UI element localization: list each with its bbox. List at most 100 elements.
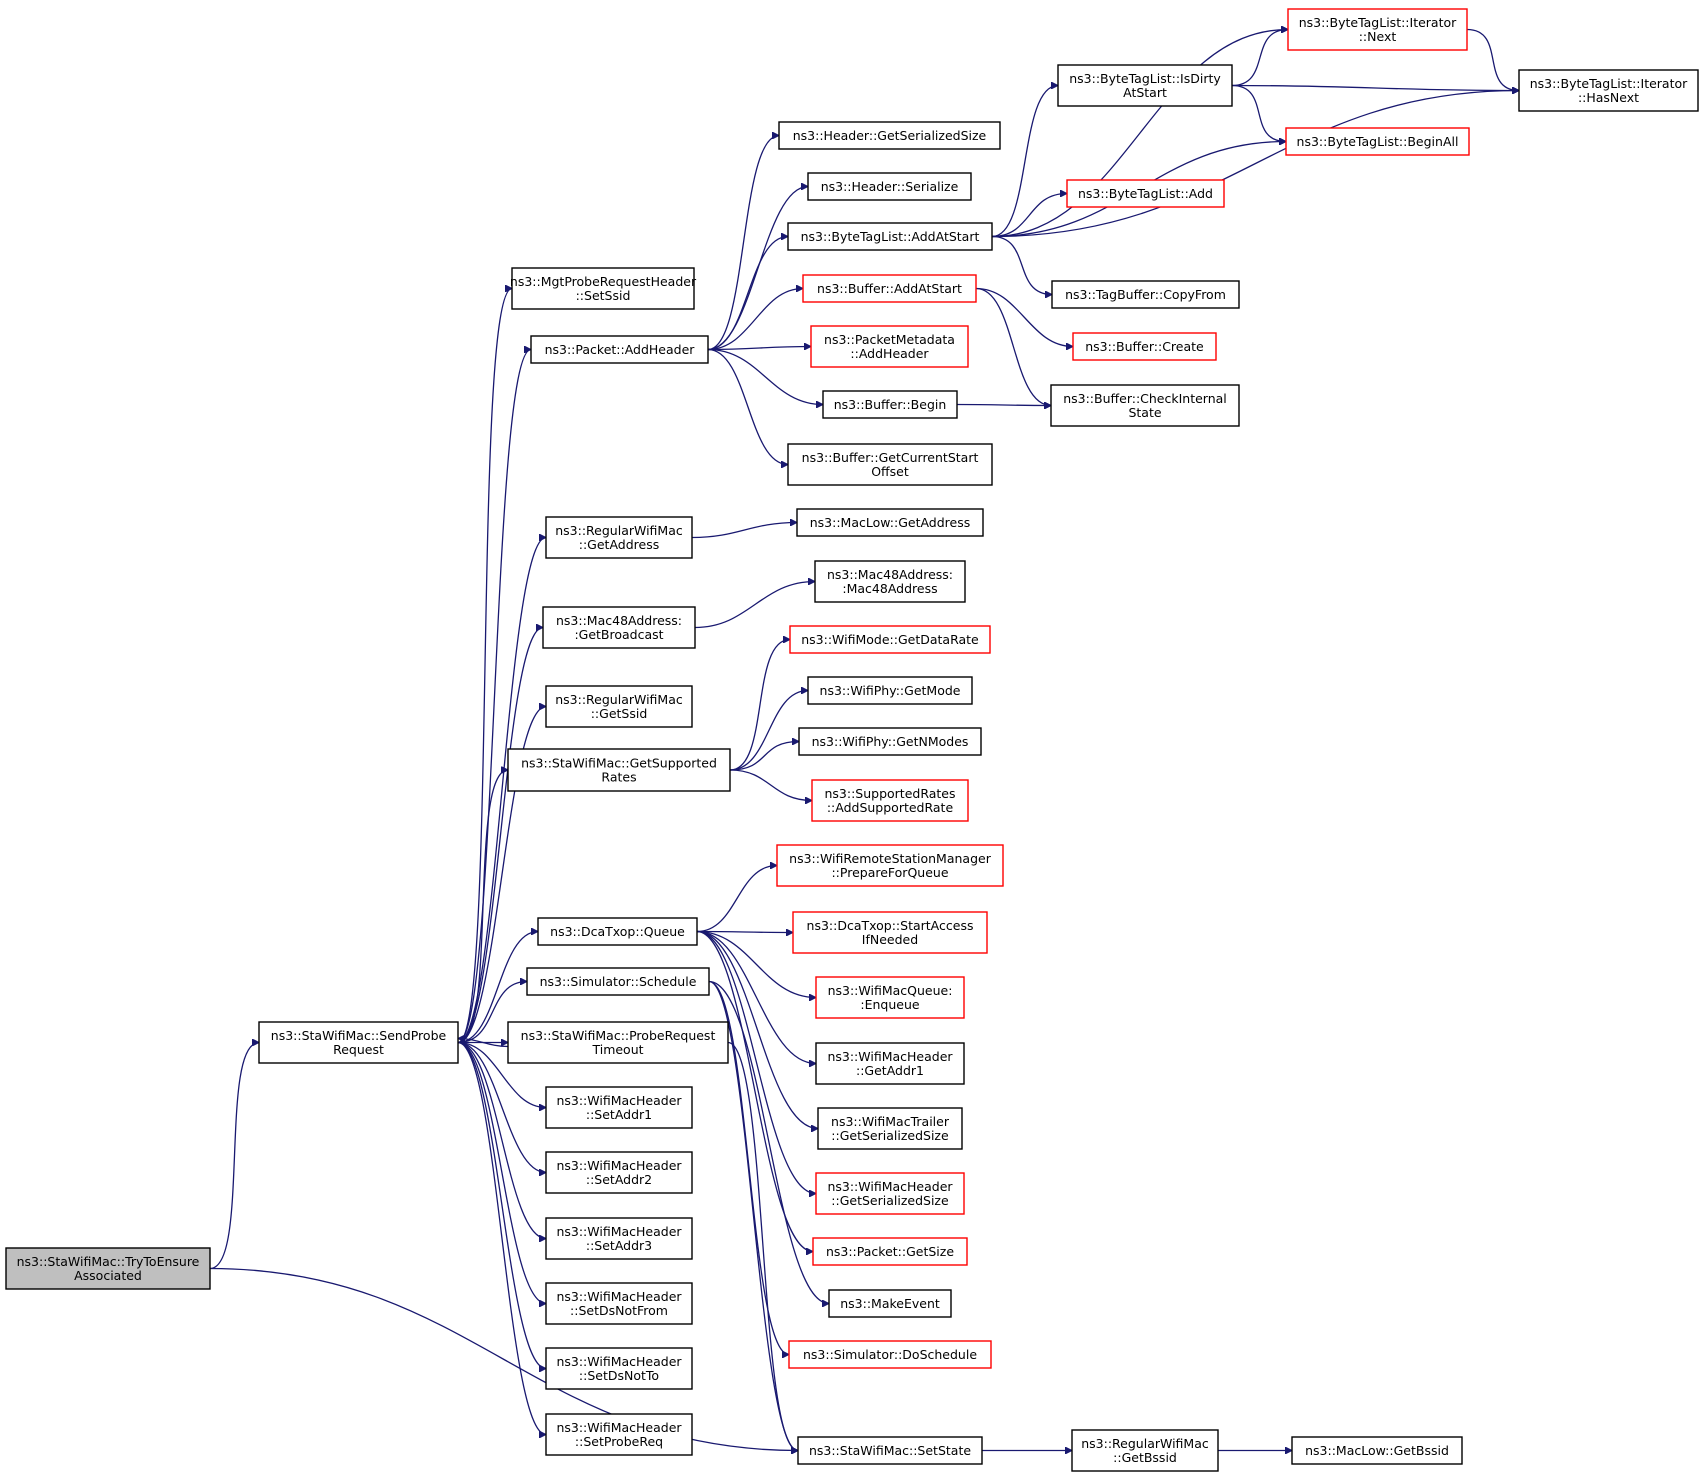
node-wifimode-getdatarate[interactable]: ns3::WifiMode::GetDataRate — [789, 625, 991, 654]
node-box[interactable] — [776, 844, 1004, 887]
node-schedule[interactable]: ns3::Simulator::Schedule — [526, 967, 710, 996]
node-box[interactable] — [812, 1237, 968, 1266]
node-box[interactable] — [788, 1340, 992, 1369]
node-box[interactable] — [526, 967, 710, 996]
node-box[interactable] — [798, 727, 982, 756]
node-btl-beginall[interactable]: ns3::ByteTagList::BeginAll — [1285, 127, 1470, 156]
node-box[interactable] — [1072, 332, 1217, 361]
node-tagbuf-copyfrom[interactable]: ns3::TagBuffer::CopyFrom — [1051, 280, 1240, 309]
node-box[interactable] — [545, 1282, 693, 1325]
node-buf-create[interactable]: ns3::Buffer::Create — [1072, 332, 1217, 361]
node-box[interactable] — [1050, 384, 1240, 427]
node-box[interactable] — [810, 325, 969, 368]
node-buf-begin[interactable]: ns3::Buffer::Begin — [822, 390, 958, 419]
node-box[interactable] — [530, 335, 709, 364]
node-sr-addsupportedrate[interactable]: ns3::SupportedRates::AddSupportedRate — [811, 779, 969, 822]
node-box[interactable] — [787, 222, 993, 251]
node-rwm-getssid[interactable]: ns3::RegularWifiMac::GetSsid — [545, 685, 693, 728]
node-setaddr2[interactable]: ns3::WifiMacHeader::SetAddr2 — [545, 1151, 693, 1194]
node-box[interactable] — [778, 121, 1001, 150]
node-wifiphy-getmode[interactable]: ns3::WifiPhy::GetMode — [807, 676, 973, 705]
node-box[interactable] — [1051, 280, 1240, 309]
node-box[interactable] — [789, 625, 991, 654]
node-setaddr1[interactable]: ns3::WifiMacHeader::SetAddr1 — [545, 1086, 693, 1129]
node-box[interactable] — [828, 1289, 952, 1318]
node-box[interactable] — [1071, 1429, 1219, 1472]
node-box[interactable] — [797, 1436, 983, 1465]
node-pm-addheader[interactable]: ns3::PacketMetadata::AddHeader — [810, 325, 969, 368]
node-box[interactable] — [815, 1042, 965, 1085]
node-hdr-serialize[interactable]: ns3::Header::Serialize — [807, 172, 972, 201]
node-makeevent[interactable]: ns3::MakeEvent — [828, 1289, 952, 1318]
node-box[interactable] — [1287, 8, 1468, 51]
node-box[interactable] — [545, 1086, 693, 1129]
node-box[interactable] — [545, 685, 693, 728]
node-box[interactable] — [545, 1413, 693, 1456]
node-box[interactable] — [537, 917, 698, 946]
node-btl-add[interactable]: ns3::ByteTagList::Add — [1066, 179, 1225, 208]
node-wmq-enqueue[interactable]: ns3::WifiMacQueue::Enqueue — [815, 976, 965, 1019]
node-wifiphy-getnmodes[interactable]: ns3::WifiPhy::GetNModes — [798, 727, 982, 756]
node-mgtsetssid[interactable]: ns3::MgtProbeRequestHeader::SetSsid — [510, 267, 697, 310]
node-box[interactable] — [815, 976, 965, 1019]
node-box[interactable] — [807, 676, 973, 705]
node-setaddr3[interactable]: ns3::WifiMacHeader::SetAddr3 — [545, 1217, 693, 1260]
node-getbroadcast[interactable]: ns3::Mac48Address::GetBroadcast — [542, 606, 696, 649]
node-box[interactable] — [792, 911, 988, 954]
node-setstate[interactable]: ns3::StaWifiMac::SetState — [797, 1436, 983, 1465]
node-box[interactable] — [545, 516, 693, 559]
node-wrsm-prepareforqueue[interactable]: ns3::WifiRemoteStationManager::PrepareFo… — [776, 844, 1004, 887]
node-rwm-getaddress[interactable]: ns3::RegularWifiMac::GetAddress — [545, 516, 693, 559]
node-buf-addatstart[interactable]: ns3::Buffer::AddAtStart — [802, 274, 977, 303]
node-box[interactable] — [811, 779, 969, 822]
node-box[interactable] — [1066, 179, 1225, 208]
node-box[interactable] — [545, 1217, 693, 1260]
node-box[interactable] — [1285, 127, 1470, 156]
node-addheader[interactable]: ns3::Packet::AddHeader — [530, 335, 709, 364]
node-dcaqueue[interactable]: ns3::DcaTxop::Queue — [537, 917, 698, 946]
node-btl-it-next[interactable]: ns3::ByteTagList::Iterator::Next — [1287, 8, 1468, 51]
node-sim-doschedule[interactable]: ns3::Simulator::DoSchedule — [788, 1340, 992, 1369]
node-setdsnotfrom[interactable]: ns3::WifiMacHeader::SetDsNotFrom — [545, 1282, 693, 1325]
node-hdr-getsersize[interactable]: ns3::Header::GetSerializedSize — [778, 121, 1001, 150]
node-maclow-getbssid[interactable]: ns3::MacLow::GetBssid — [1291, 1436, 1463, 1465]
node-box[interactable] — [507, 748, 731, 792]
node-box[interactable] — [822, 390, 958, 419]
node-maclow-getaddress[interactable]: ns3::MacLow::GetAddress — [796, 508, 984, 537]
node-rwm-getbssid[interactable]: ns3::RegularWifiMac::GetBssid — [1071, 1429, 1219, 1472]
node-box[interactable] — [787, 443, 993, 486]
node-btl-it-hasnext[interactable]: ns3::ByteTagList::Iterator::HasNext — [1518, 69, 1699, 112]
node-box[interactable] — [511, 267, 695, 310]
node-setdsnotto[interactable]: ns3::WifiMacHeader::SetDsNotTo — [545, 1347, 693, 1390]
node-btl-addatstart[interactable]: ns3::ByteTagList::AddAtStart — [787, 222, 993, 251]
node-box[interactable] — [796, 508, 984, 537]
node-box[interactable] — [807, 172, 972, 201]
node-box[interactable] — [1518, 69, 1699, 112]
node-setprobereq[interactable]: ns3::WifiMacHeader::SetProbeReq — [545, 1413, 693, 1456]
node-wmh-getaddr1[interactable]: ns3::WifiMacHeader::GetAddr1 — [815, 1042, 965, 1085]
node-box[interactable] — [542, 606, 696, 649]
node-wmh-getsersize[interactable]: ns3::WifiMacHeader::GetSerializedSize — [815, 1172, 965, 1215]
node-pkt-getsize[interactable]: ns3::Packet::GetSize — [812, 1237, 968, 1266]
node-box[interactable] — [815, 1172, 965, 1215]
node-wmt-getsersize[interactable]: ns3::WifiMacTrailer::GetSerializedSize — [817, 1107, 963, 1150]
node-box[interactable] — [1057, 64, 1233, 107]
node-box[interactable] — [507, 1021, 729, 1064]
node-box[interactable] — [817, 1107, 963, 1150]
node-box[interactable] — [545, 1151, 693, 1194]
node-box[interactable] — [5, 1247, 211, 1290]
node-box[interactable] — [814, 560, 966, 603]
node-box[interactable] — [545, 1347, 693, 1390]
node-mac48-ctor[interactable]: ns3::Mac48Address::Mac48Address — [814, 560, 966, 603]
node-box[interactable] — [1291, 1436, 1463, 1465]
node-box[interactable] — [802, 274, 977, 303]
node-box[interactable] — [258, 1021, 459, 1064]
